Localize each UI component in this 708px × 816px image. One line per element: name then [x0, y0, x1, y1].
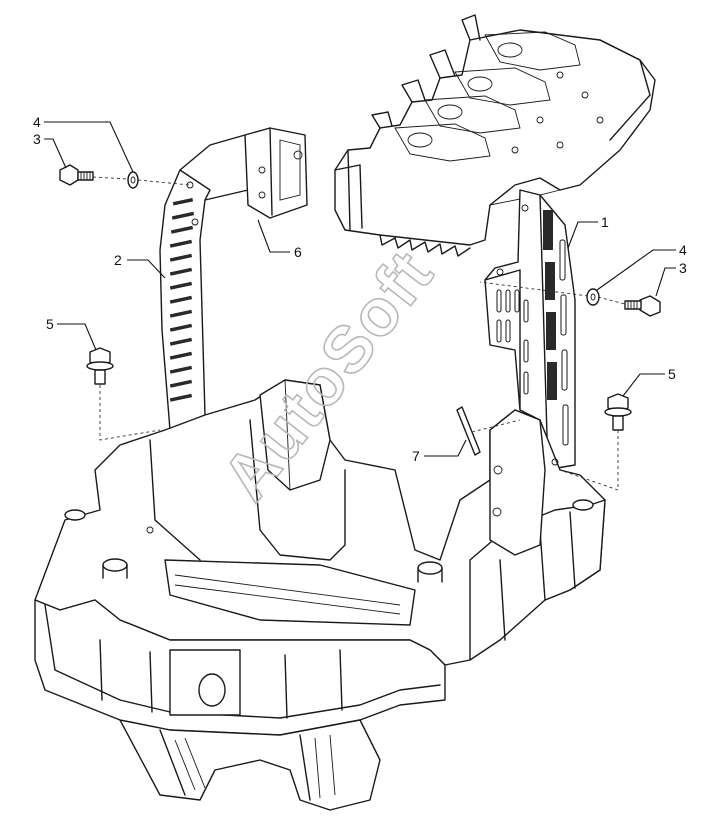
flange-bolt-right-part-5 [604, 393, 632, 431]
callout-5-right: 5 [668, 366, 676, 382]
callout-2: 2 [114, 252, 122, 268]
right-side-plate [484, 189, 576, 471]
left-plate-slots [169, 197, 195, 402]
callout-labels: 4 3 2 6 5 1 4 3 5 7 [33, 114, 687, 464]
callout-5-left: 5 [46, 316, 54, 332]
callout-4-right: 4 [679, 242, 687, 258]
washer-right-part-4 [586, 288, 600, 306]
callout-7: 7 [412, 448, 420, 464]
flange-bolt-left-part-5 [86, 347, 114, 385]
callout-4-left: 4 [33, 114, 41, 130]
pin-part-7 [456, 406, 481, 456]
left-side-plate [159, 134, 251, 432]
assembly-dash-lines [92, 176, 626, 491]
callout-3-left: 3 [33, 131, 41, 147]
bracket-part-6 [244, 127, 308, 219]
bolt-right-part-3 [624, 295, 661, 317]
cylinder-head-assembly [334, 14, 656, 257]
right-plate-slots [496, 210, 569, 446]
callout-6: 6 [294, 244, 302, 260]
callout-1: 1 [601, 214, 609, 230]
callout-3-right: 3 [679, 260, 687, 276]
bolt-left-part-3 [59, 164, 94, 186]
support-frame [34, 379, 606, 811]
washer-left-part-4 [127, 171, 139, 189]
